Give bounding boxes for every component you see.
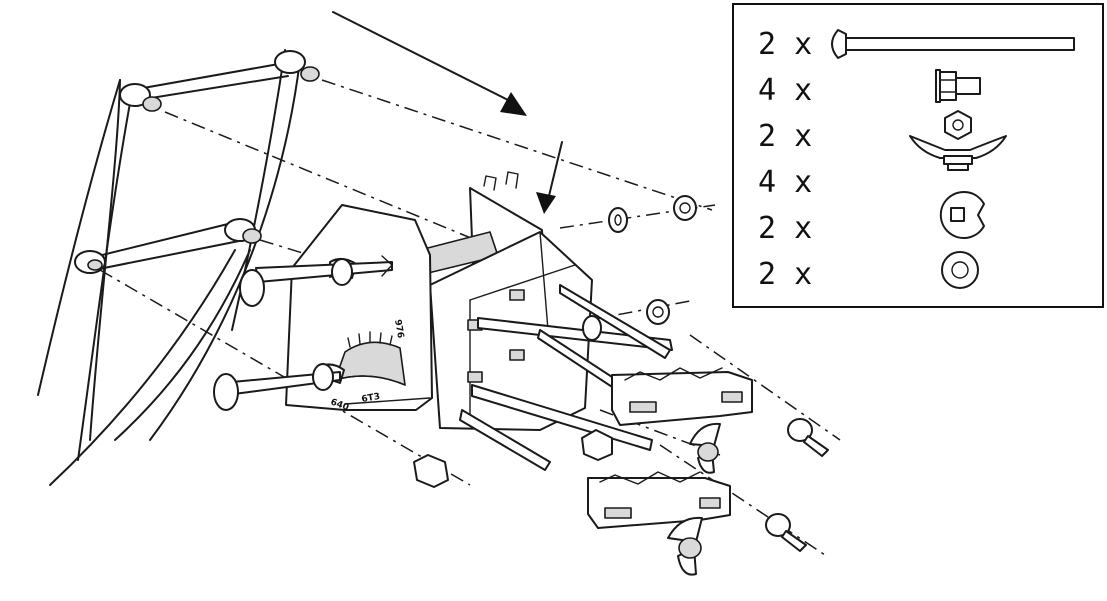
qty-square-hole-washer: 4 x [758,165,812,200]
scale-label-bottom: 6T3 [361,392,381,405]
parts-list-frame [732,3,1104,308]
wing-nuts-assembly [667,418,829,576]
flange-bolt-rear [581,429,613,461]
square-washer-2 [312,363,334,391]
qty-carriage-bolt: 2 x [758,27,812,62]
round-washer-icon [941,251,979,289]
qty-round-washer: 2 x [758,211,812,246]
washer-top [608,207,628,233]
qty-flat-washer: 2 x [758,257,812,292]
parts-list-box: 2 x 4 x 2 x 4 x 2 x 2 x [732,3,1104,308]
slide-arrow-head [500,92,527,116]
hardware-loose [312,195,697,488]
nut-top [673,195,697,221]
direction-arrows [332,11,563,214]
washer-mid [582,315,602,341]
clamp-jaw-upper [611,367,753,426]
elevation-scale-ticks [347,331,393,348]
down-arrow-head [536,192,556,214]
dish-frame [37,49,320,486]
hex-nut-icon [944,110,972,140]
scale-label-top: 976 [392,319,405,339]
square-hole-washer-icon [939,191,985,239]
slide-arrow-line [332,11,513,103]
carriage-bolt-icon [831,29,1075,59]
wing-nut-icon [909,135,1007,171]
qty-flange-bolt: 4 x [758,73,812,108]
mounting-bracket: 976 6T3 640 [285,171,593,431]
flange-bolt-front [413,454,449,488]
down-arrow-line [547,141,563,201]
qty-wing-nut: 2 x [758,119,812,154]
flange-bolt-icon [935,69,981,103]
nut-mid [646,299,670,325]
square-washer-1 [331,258,353,286]
clamp-jaw-lower [587,471,731,529]
